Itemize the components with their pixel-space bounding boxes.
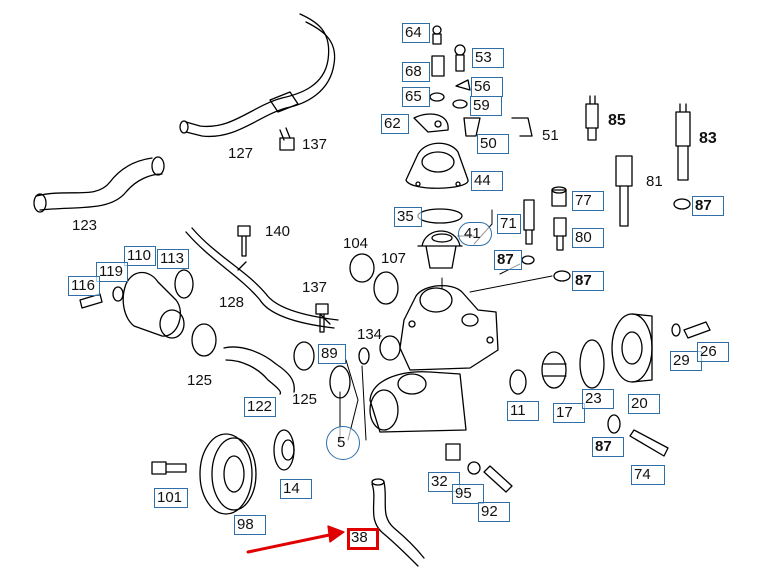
- callout-41[interactable]: 41: [458, 222, 492, 246]
- callout-92[interactable]: 92: [478, 502, 510, 522]
- red-pointer-arrow: [246, 525, 345, 554]
- callout-50[interactable]: 50: [477, 134, 509, 154]
- bolt-116: [79, 293, 103, 309]
- callout-98[interactable]: 98: [234, 515, 266, 535]
- callout-68[interactable]: 68: [402, 62, 430, 82]
- label-83: 83: [699, 130, 717, 147]
- label-107: 107: [381, 250, 407, 267]
- sensor-71: [523, 199, 535, 245]
- callout-74[interactable]: 74: [631, 465, 665, 485]
- seal-ring-35: [417, 208, 463, 224]
- callout-113[interactable]: 113: [157, 249, 189, 269]
- callout-87-lower[interactable]: 87: [572, 271, 604, 291]
- sensor-81: [615, 155, 633, 227]
- callout-17[interactable]: 17: [553, 403, 585, 423]
- callout-119[interactable]: 119: [96, 262, 128, 282]
- callout-95[interactable]: 95: [452, 484, 484, 504]
- bolt-140: [237, 225, 251, 257]
- temp-sensor-74: [629, 429, 669, 457]
- label-51: 51: [542, 127, 559, 144]
- callout-56[interactable]: 56: [471, 77, 503, 97]
- o-ring-134: [358, 347, 370, 365]
- callout-35[interactable]: 35: [394, 207, 422, 227]
- pulley-20: [611, 313, 653, 383]
- label-123: 123: [72, 217, 98, 234]
- washer-119: [112, 286, 124, 302]
- callout-77[interactable]: 77: [572, 191, 604, 211]
- callout-59[interactable]: 59: [470, 96, 502, 116]
- hub-14: [273, 429, 295, 471]
- callout-101[interactable]: 101: [154, 488, 188, 508]
- washer-87-right: [673, 198, 691, 210]
- callout-110[interactable]: 110: [124, 246, 156, 266]
- coolant-pipe-128: [185, 227, 339, 329]
- sensor-85: [585, 95, 599, 141]
- callout-64[interactable]: 64: [402, 23, 430, 43]
- callout-122[interactable]: 122: [244, 397, 276, 417]
- fasteners-top: [413, 25, 533, 137]
- callout-116[interactable]: 116: [68, 276, 100, 296]
- label-137: 137: [302, 279, 328, 296]
- fittings-32-95-92: [445, 443, 513, 493]
- callout-53[interactable]: 53: [472, 48, 504, 68]
- label-104: 104: [343, 235, 369, 252]
- callout-71[interactable]: 71: [497, 214, 521, 234]
- label-81: 81: [646, 173, 663, 190]
- seal-23: [579, 339, 605, 389]
- flange-110: [122, 271, 185, 339]
- sensor-80: [553, 217, 567, 251]
- clamps: [191, 253, 399, 371]
- bolt-26: [671, 321, 711, 339]
- callout-29[interactable]: 29: [670, 351, 702, 371]
- callout-62[interactable]: 62: [381, 114, 409, 134]
- callout-38-selected[interactable]: 38: [347, 528, 379, 550]
- hose-125: [223, 346, 295, 395]
- label-140: 140: [265, 223, 291, 240]
- coolant-pipe-127: [179, 13, 336, 138]
- label-125-right: 125: [292, 391, 318, 408]
- sensor-83: [675, 103, 691, 181]
- bolt-137-top: [279, 127, 295, 151]
- label-137-top: 137: [302, 136, 328, 153]
- callout-87-mid[interactable]: 87: [494, 250, 522, 270]
- impeller-17: [541, 351, 567, 389]
- pipe-38: [371, 478, 425, 567]
- seal-11: [509, 369, 527, 395]
- callout-87-right[interactable]: 87: [692, 196, 724, 216]
- callout-14[interactable]: 14: [280, 479, 312, 499]
- water-pump-housing: [369, 285, 499, 433]
- callout-44[interactable]: 44: [471, 171, 503, 191]
- bolt-101: [151, 461, 187, 475]
- washer-87-bottom: [607, 414, 621, 434]
- bolt-137: [315, 303, 329, 333]
- thermostat-cover-44: [405, 142, 469, 189]
- radiator-hose-123: [33, 156, 165, 213]
- washers-87: [521, 255, 571, 282]
- label-85: 85: [608, 112, 626, 129]
- label-128: 128: [219, 294, 245, 311]
- seal-113: [174, 269, 194, 299]
- thermostat-41: [417, 230, 463, 269]
- callout-5[interactable]: 5: [326, 426, 360, 460]
- label-125-left: 125: [187, 372, 213, 389]
- callout-23[interactable]: 23: [582, 389, 614, 409]
- callout-80[interactable]: 80: [572, 228, 604, 248]
- callout-26[interactable]: 26: [697, 342, 729, 362]
- label-127: 127: [228, 145, 254, 162]
- callout-20[interactable]: 20: [628, 394, 660, 414]
- callout-65[interactable]: 65: [402, 87, 430, 107]
- callout-89[interactable]: 89: [318, 344, 346, 364]
- pulley-98: [199, 433, 257, 515]
- label-134: 134: [357, 326, 383, 343]
- callout-11[interactable]: 11: [507, 401, 539, 421]
- callout-87-bottom[interactable]: 87: [592, 437, 624, 457]
- plug-77: [551, 186, 567, 207]
